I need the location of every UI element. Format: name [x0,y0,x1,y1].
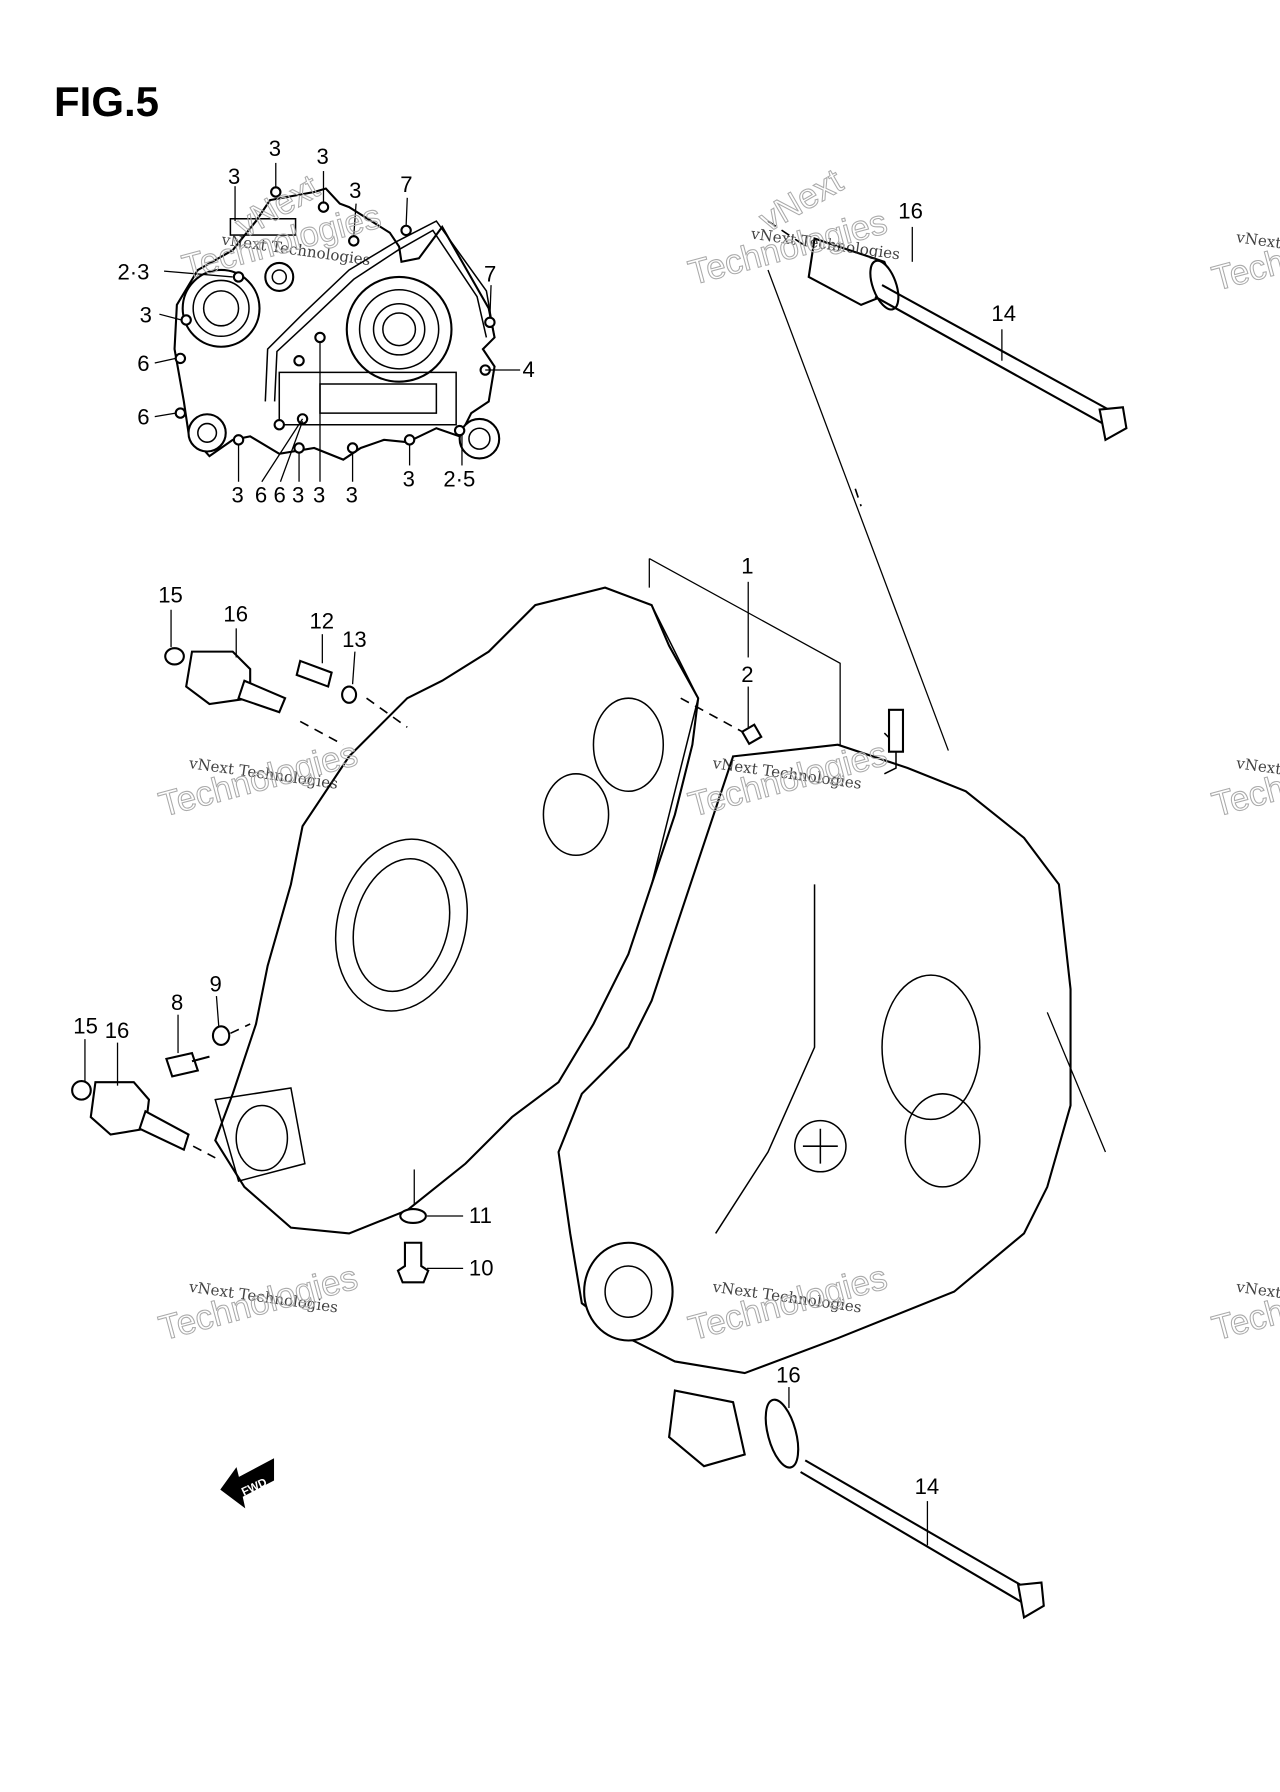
callout-4: 4 [522,357,534,382]
figure-title: FIG.5 [54,78,160,125]
inset-left-bearing [181,268,261,348]
dowel-pin-2: 1 2 [680,554,763,746]
callout-3: 3 [349,178,361,203]
inset-callout-labels: 3 3 3 3 7 2·3 7 3 4 6 6 3 6 6 3 3 3 3 2·… [118,136,535,508]
dowel-pin-16-lower [667,1389,746,1468]
upper-bolt-assembly: 16 14 [767,199,1128,751]
callout-13: 13 [342,627,367,652]
lower-left-small-parts: 8 9 15 16 11 10 [71,971,494,1284]
callout-3: 3 [346,483,358,508]
breather-nipple [887,708,905,753]
washer-9 [211,1025,231,1046]
callout-3: 3 [313,483,325,508]
callout-7: 7 [484,262,496,287]
watermark-text: Technologies [1208,208,1280,298]
callout-6: 6 [137,351,149,376]
nozzle-12 [295,659,333,688]
right-half-oil-seal [583,1241,674,1342]
callout-3: 3 [269,136,281,161]
bolt-8 [165,1051,200,1078]
callout-10: 10 [469,1255,494,1280]
callout-3: 3 [317,144,329,169]
callout-6: 6 [273,483,285,508]
long-bolt-14-lower [800,1471,1025,1605]
callout-1: 1 [741,554,753,579]
callout-14: 14 [991,301,1016,326]
long-bolt-14-upper [874,295,1112,430]
callout-16: 16 [223,601,248,626]
drain-bolt-10 [396,1241,430,1284]
left-crankcase-half [214,586,700,1235]
inset-right-bearing [345,275,453,383]
inset-window-slot [229,218,297,236]
upper-left-small-parts: 15 16 12 13 [158,583,408,746]
callout-7: 7 [400,172,412,197]
callout-2-5: 2·5 [443,466,475,491]
callout-2-3: 2·3 [118,259,150,284]
plug-15-lower [71,1079,92,1101]
inset-crankcase-view: 3 3 3 3 7 2·3 7 3 4 6 6 3 6 6 3 3 3 3 2·… [118,136,535,508]
callout-3: 3 [403,466,415,491]
watermark-text: Technologies [155,1258,362,1348]
o-ring-13 [341,685,358,704]
callout-3: 3 [140,302,152,327]
callout-2: 2 [741,662,753,687]
callout-11: 11 [469,1203,492,1228]
callout-8: 8 [171,990,183,1015]
callout-16: 16 [776,1362,801,1387]
washer-11 [399,1207,427,1225]
inset-lower-left-seal [187,413,227,453]
callout-16: 16 [898,199,923,224]
callout-12: 12 [310,608,335,633]
callout-3: 3 [228,164,240,189]
plug-15-upper [164,647,185,666]
watermark-text: Technologies [1208,1258,1280,1348]
callout-14: 14 [915,1474,940,1499]
callout-15: 15 [73,1013,98,1038]
callout-9: 9 [209,971,221,996]
right-crankcase-half [557,557,1107,1375]
bolt-head-14-lower [1016,1581,1045,1620]
lower-bolt-assembly: 16 14 [667,1362,1045,1620]
callout-15: 15 [158,583,183,608]
callout-16: 16 [105,1018,130,1043]
callout-3: 3 [292,483,304,508]
callout-6: 6 [137,405,149,430]
inset-small-boss [264,261,295,292]
watermark-text: Technologies [1208,734,1280,824]
fwd-arrow-icon: FWD [220,1458,275,1509]
callout-3: 3 [232,483,244,508]
inset-leader-lines [154,162,521,483]
callout-6: 6 [255,483,267,508]
bolt-head-14-upper [1098,406,1128,442]
inset-lower-right-seal [458,417,501,460]
